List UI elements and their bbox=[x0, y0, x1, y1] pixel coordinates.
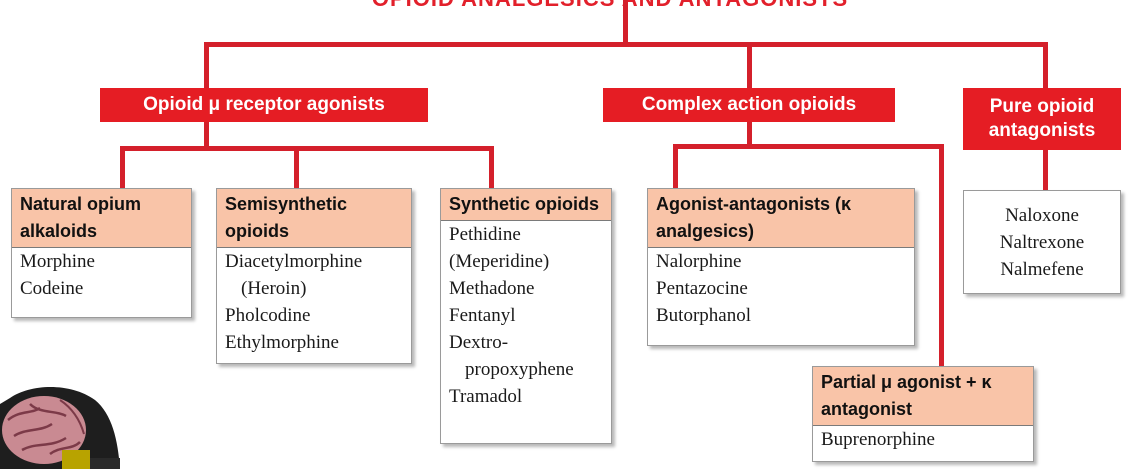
category-pure-antagonists: Pure opioid antagonists bbox=[963, 88, 1121, 150]
box-header: Agonist-antagonists (κ analgesics) bbox=[648, 189, 914, 248]
drug-item: Pentazocine bbox=[656, 278, 748, 299]
drug-item: Nalorphine bbox=[656, 251, 742, 272]
drug-item: Nalmefene bbox=[1000, 259, 1084, 280]
box-header: Synthetic opioids bbox=[441, 189, 611, 221]
drug-list: Naloxone Naltrexone Nalmefene bbox=[964, 191, 1120, 283]
connector-line bbox=[120, 146, 125, 190]
box-partial-agonist: Partial μ agonist + κ antagonist Bupreno… bbox=[812, 366, 1034, 462]
drug-list: Morphine Codeine bbox=[12, 248, 191, 302]
drug-item: Morphine bbox=[20, 251, 95, 272]
drug-list: Diacetylmorphine (Heroin) Pholcodine Eth… bbox=[217, 248, 411, 356]
drug-item: (Heroin) bbox=[241, 278, 307, 299]
drug-item: Tramadol bbox=[449, 386, 523, 407]
drug-item: Diacetylmorphine bbox=[225, 251, 363, 272]
drug-item: Buprenorphine bbox=[821, 429, 935, 450]
connector-line bbox=[204, 120, 209, 150]
brain-icon bbox=[0, 380, 120, 469]
connector-line bbox=[747, 120, 752, 148]
connector-line bbox=[204, 42, 209, 90]
drug-list: Nalorphine Pentazocine Butorphanol bbox=[648, 248, 914, 329]
box-agonist-antagonists: Agonist-antagonists (κ analgesics) Nalor… bbox=[647, 188, 915, 346]
connector-line bbox=[939, 144, 944, 368]
box-natural-alkaloids: Natural opium alkaloids Morphine Codeine bbox=[11, 188, 192, 318]
drug-item: Butorphanol bbox=[656, 305, 751, 326]
box-synthetic: Synthetic opioids Pethidine (Meperidine)… bbox=[440, 188, 612, 444]
connector-line bbox=[204, 42, 1048, 47]
category-label: Pure opioid antagonists bbox=[988, 96, 1096, 141]
drug-item: Dextro- bbox=[449, 332, 509, 353]
drug-item: Naltrexone bbox=[999, 232, 1085, 253]
connector-line bbox=[1043, 42, 1048, 90]
category-complex-action: Complex action opioids bbox=[603, 88, 895, 122]
connector-line bbox=[120, 146, 494, 151]
drug-list: Buprenorphine bbox=[813, 426, 1033, 453]
drug-item: (Meperidine) bbox=[449, 251, 550, 272]
drug-item: Methadone bbox=[449, 278, 535, 299]
drug-item: Ethylmorphine bbox=[225, 332, 339, 353]
connector-line bbox=[673, 144, 678, 190]
box-antagonists: Naloxone Naltrexone Nalmefene bbox=[963, 190, 1121, 294]
drug-item: Pholcodine bbox=[225, 305, 311, 326]
box-semisynthetic: Semisynthetic opioids Diacetylmorphine (… bbox=[216, 188, 412, 364]
connector-line bbox=[747, 42, 752, 90]
connector-line bbox=[673, 144, 944, 149]
drug-item: Naloxone bbox=[1005, 205, 1079, 226]
connector-line bbox=[489, 146, 494, 190]
box-header: Natural opium alkaloids bbox=[12, 189, 191, 248]
connector-line bbox=[294, 146, 299, 190]
drug-list: Pethidine (Meperidine) Methadone Fentany… bbox=[441, 221, 611, 410]
box-header: Partial μ agonist + κ antagonist bbox=[813, 367, 1033, 426]
box-header: Semisynthetic opioids bbox=[217, 189, 411, 248]
category-label: Opioid μ receptor agonists bbox=[143, 94, 385, 115]
drug-item: Codeine bbox=[20, 278, 84, 299]
diagram-title: OPIOID ANALGESICS AND ANTAGONISTS bbox=[330, 0, 890, 10]
category-mu-agonists: Opioid μ receptor agonists bbox=[100, 88, 428, 122]
category-label: Complex action opioids bbox=[641, 94, 857, 115]
connector-line bbox=[1043, 150, 1048, 192]
connector-line bbox=[623, 0, 628, 44]
drug-item: Fentanyl bbox=[449, 305, 516, 326]
drug-item: propoxyphene bbox=[465, 359, 574, 380]
drug-item: Pethidine bbox=[449, 224, 521, 245]
